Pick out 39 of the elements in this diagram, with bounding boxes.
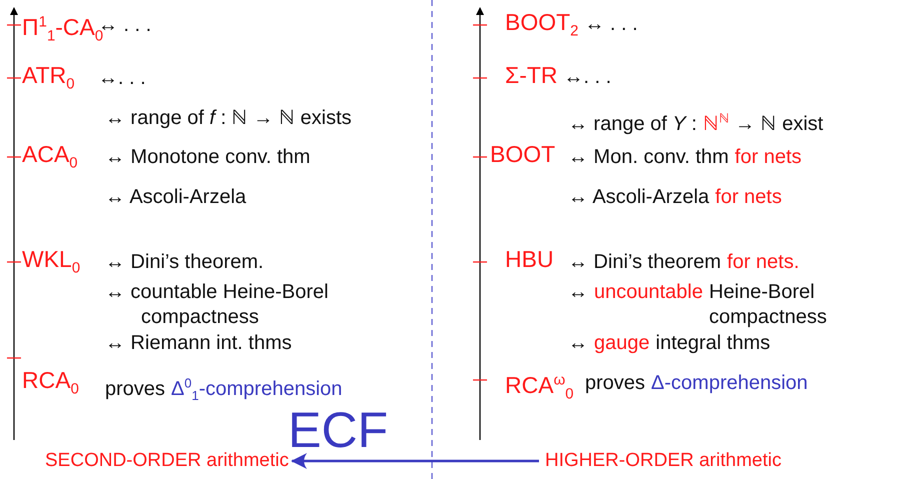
statement-text: ↔ countable Heine-Borel compactness <box>105 280 330 330</box>
statement-text: for nets. <box>727 251 800 273</box>
statement-text: uncountable <box>594 281 703 303</box>
statement-text: ↔ <box>568 332 588 354</box>
statement-text: ↔ Ascoli-Arzela <box>568 186 710 208</box>
heading-text: HIGHER-ORDER arithmetic <box>545 450 782 472</box>
statement-text: ↔ <box>568 281 588 303</box>
statement-text: ↔ Monotone conv. thm <box>105 146 310 168</box>
statement-text: ↔. . . <box>564 66 612 88</box>
system-name: BOOT <box>490 141 556 167</box>
statement-text: integral thms <box>656 332 770 354</box>
statement-text: ↔ Mon. conv. thm <box>568 146 729 168</box>
statement-text: ↔ range of Y : <box>568 112 697 135</box>
statement-text: ℕ$^{ℕ}$ <box>702 112 729 135</box>
statement-text: Δ-comprehension <box>651 372 808 394</box>
statement-text: ↔ Ascoli-Arzela <box>105 186 246 208</box>
statement-text: ↔ range of f : ℕ → ℕ exists <box>105 107 352 129</box>
statement-text: ↔ Dini’s theorem <box>568 251 722 273</box>
statement-text: proves <box>105 378 166 400</box>
heading-text: SECOND-ORDER arithmetic <box>45 450 289 472</box>
system-name: Σ-TR <box>505 62 558 88</box>
statement-text: gauge <box>594 332 650 354</box>
statement-text: → ℕ exist <box>734 112 824 135</box>
system-name: ATR$_{0}$ <box>22 62 75 88</box>
statement-text: ↔ Dini’s theorem. <box>105 251 264 273</box>
system-name: HBU <box>505 246 554 272</box>
edge-label: ECF <box>288 405 388 455</box>
system-name: BOOT$_{2}$ <box>505 9 578 35</box>
statement-text: for nets <box>715 186 782 208</box>
statement-text: ↔ . . . <box>584 13 638 35</box>
statement-text: Δ$^{0}$$_{1}$-comprehension <box>171 378 342 400</box>
system-name: RCA$_{0}$ <box>22 367 79 393</box>
statement-text: ↔ Riemann int. thms <box>105 332 292 354</box>
system-name: ACA$_{0}$ <box>22 141 78 167</box>
statement-text: Heine-Borel compactness <box>708 280 828 330</box>
statement-text: ↔. . . <box>98 67 146 89</box>
statement-text: proves <box>585 372 646 394</box>
statement-text: for nets <box>734 146 802 168</box>
system-name: WKL$_{0}$ <box>22 246 80 272</box>
